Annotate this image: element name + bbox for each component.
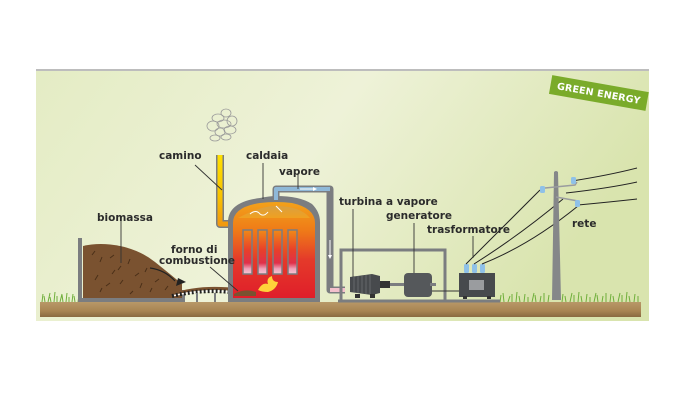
label-caldaia: caldaia — [246, 150, 288, 162]
transformer — [459, 264, 495, 299]
flame-icon — [258, 276, 278, 292]
label-camino: camino — [159, 150, 202, 162]
utility-pole — [540, 171, 580, 300]
label-trasformatore: trasformatore — [427, 224, 510, 236]
boiler — [228, 196, 320, 302]
label-forno-line2: combustione — [159, 255, 235, 267]
label-turbina: turbina a vapore — [339, 196, 438, 208]
generator — [404, 273, 436, 297]
leader-lines — [120, 163, 474, 292]
panel-top-border — [36, 69, 649, 71]
smoke-cloud — [206, 108, 238, 142]
grass-right — [499, 291, 639, 303]
ground — [40, 302, 641, 317]
label-generatore: generatore — [386, 210, 452, 222]
shaft — [390, 283, 406, 286]
label-forno-line1: forno di — [171, 244, 217, 256]
label-vapore: vapore — [279, 166, 320, 178]
feed-arrow — [149, 267, 176, 282]
steam-turbine — [350, 274, 390, 298]
steam-pipe — [272, 185, 345, 294]
label-biomassa: biomassa — [97, 212, 153, 224]
biomass-bin — [78, 238, 185, 302]
feed-arrow-head — [176, 278, 186, 286]
grass-left — [41, 291, 80, 303]
label-rete: rete — [572, 218, 596, 230]
turbine-frame — [338, 248, 500, 303]
